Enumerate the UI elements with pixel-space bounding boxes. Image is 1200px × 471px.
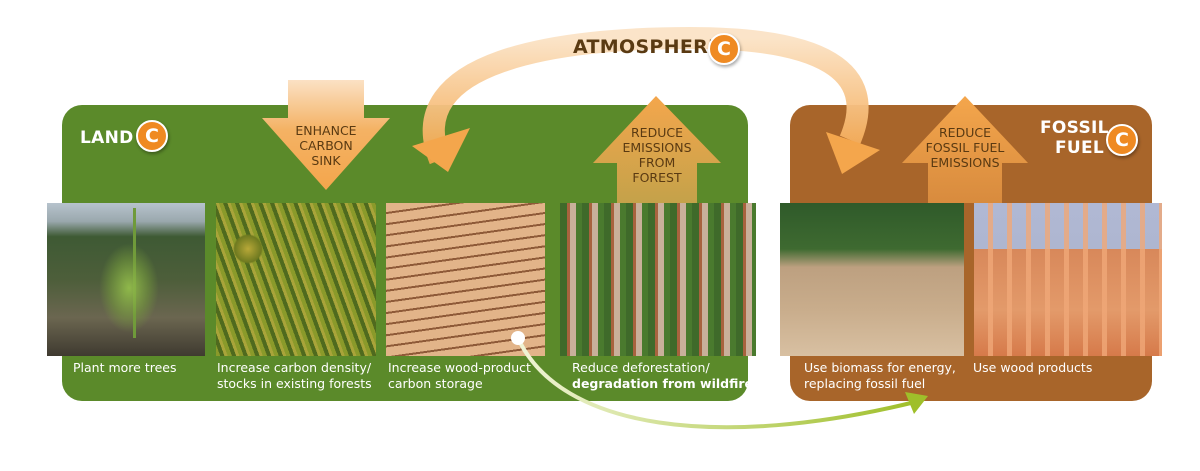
caption-line: stocks in existing forests bbox=[217, 376, 372, 391]
enhance-carbon-sink-arrow bbox=[262, 80, 390, 190]
caption-line: Increase wood-product bbox=[388, 360, 531, 375]
caption-line: degradation from wildfire, etc. bbox=[572, 376, 789, 391]
arrow-text-line: ENHANCE bbox=[295, 123, 357, 138]
caption-line: Use wood products bbox=[973, 360, 1093, 375]
wood-frame-photo bbox=[974, 203, 1162, 356]
arrow-text-line: REDUCE bbox=[939, 125, 991, 140]
reduce-forest-emissions-arrow bbox=[593, 96, 721, 203]
lumber-stack-photo bbox=[386, 203, 545, 356]
land-carbon-badge: C bbox=[136, 120, 168, 152]
fossil-carbon-badge: C bbox=[1106, 124, 1138, 156]
atmosphere-arc bbox=[422, 26, 869, 165]
seedling-foliage bbox=[99, 243, 159, 333]
atmosphere-arrowhead-right bbox=[826, 132, 880, 174]
caption-line: Increase carbon density/ bbox=[217, 360, 372, 375]
enhance-carbon-sink-text: ENHANCE CARBON SINK bbox=[286, 123, 366, 168]
caption-line: Reduce deforestation/ bbox=[572, 360, 710, 375]
caption-line: carbon storage bbox=[388, 376, 483, 391]
caption-biomass-energy: Use biomass for energy, replacing fossil… bbox=[804, 360, 956, 392]
atmosphere-arrowhead-left bbox=[412, 128, 470, 172]
arrow-text-line: FOREST bbox=[632, 170, 682, 185]
frame-studs bbox=[974, 203, 1162, 356]
caption-plant-trees: Plant more trees bbox=[73, 360, 176, 376]
fossil-label-line2: FUEL bbox=[1054, 138, 1104, 158]
damaged-forest-photo bbox=[560, 203, 756, 356]
caption-line: Use biomass for energy, bbox=[804, 360, 956, 375]
wood-product-flow-origin bbox=[511, 331, 525, 345]
arrow-text-line: CARBON bbox=[299, 138, 353, 153]
arrow-text-line: FROM bbox=[638, 155, 676, 170]
biomass-pile-photo bbox=[780, 203, 964, 356]
atmosphere-carbon-badge: C bbox=[708, 33, 740, 65]
arrow-text-line: REDUCE bbox=[631, 125, 683, 140]
atmosphere-label: ATMOSPHERE bbox=[573, 36, 722, 58]
reduce-fossil-emissions-text: REDUCE FOSSIL FUEL EMISSIONS bbox=[915, 125, 1015, 170]
wood-product-flow-arrowhead bbox=[905, 392, 928, 414]
reduce-forest-emissions-text: REDUCE EMISSIONS FROM FOREST bbox=[612, 125, 702, 185]
fossil-fuel-label: FOSSIL FUEL bbox=[1040, 118, 1109, 158]
caption-wood-products: Use wood products bbox=[973, 360, 1092, 376]
caption-reduce-deforestation: Reduce deforestation/ degradation from w… bbox=[572, 360, 789, 392]
caption-wood-product-storage: Increase wood-product carbon storage bbox=[388, 360, 531, 392]
forest-canopy-photo bbox=[216, 203, 376, 356]
caption-carbon-density: Increase carbon density/ stocks in exist… bbox=[217, 360, 372, 392]
arrow-text-line: EMISSIONS bbox=[622, 140, 692, 155]
arrow-text-line: FOSSIL FUEL bbox=[925, 140, 1005, 155]
seedling-photo bbox=[47, 203, 205, 356]
caption-line: Plant more trees bbox=[73, 360, 177, 375]
arrow-text-line: EMISSIONS bbox=[930, 155, 1000, 170]
arrow-text-line: SINK bbox=[311, 153, 341, 168]
fossil-label-line1: FOSSIL bbox=[1040, 118, 1109, 138]
reduce-fossil-emissions-arrow bbox=[902, 96, 1028, 203]
caption-line: replacing fossil fuel bbox=[804, 376, 926, 391]
wood-product-flow-arrow bbox=[516, 337, 916, 430]
land-label: LAND bbox=[80, 128, 134, 148]
